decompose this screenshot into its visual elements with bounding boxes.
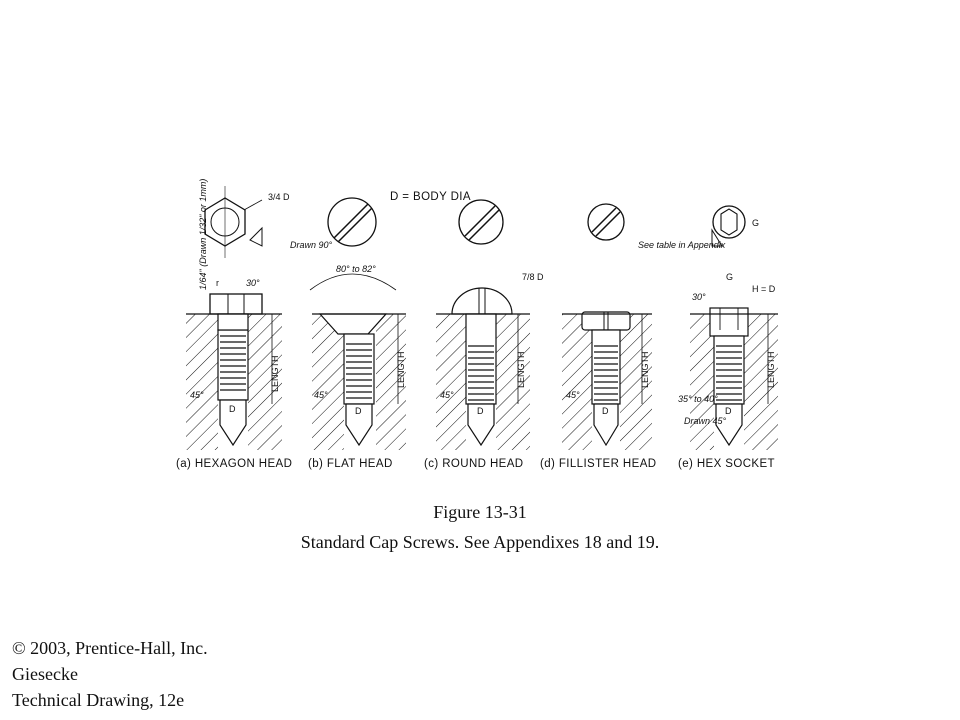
screw-flat-head: Drawn 90° 80° to 82° LENGTH 45° D (b) FL… bbox=[290, 197, 406, 470]
screw-fillister-head: LENGTH 45° D (d) FILLISTER HEAD bbox=[540, 203, 656, 470]
dim-length-b: LENGTH bbox=[396, 351, 406, 388]
screw-round-head: 7/8 D LENGTH 45° D (c) ROUND HEAD bbox=[424, 199, 544, 470]
dim-angle-35-40: 35° to 40° bbox=[678, 394, 718, 404]
dim-angle-45-a: 45° bbox=[190, 390, 204, 400]
body-dia-note: D = BODY DIA bbox=[390, 191, 471, 203]
dim-r: r bbox=[216, 278, 219, 288]
screw-label-e: (e) HEX SOCKET bbox=[678, 458, 775, 470]
dim-length-d: LENGTH bbox=[640, 351, 650, 388]
dim-g-top: G bbox=[752, 218, 759, 228]
dim-d-a: D bbox=[229, 404, 236, 414]
hex-socket-top-view-inner bbox=[720, 208, 738, 236]
screw-hexagon-head: 3/4 D 1/64" (Drawn 1/32" or 1mm) 30° r L… bbox=[176, 179, 292, 470]
dim-three-quarter-d: 3/4 D bbox=[268, 192, 290, 202]
credit-author: Giesecke bbox=[12, 664, 78, 684]
dim-d-e: D bbox=[725, 406, 732, 416]
screw-label-c: (c) ROUND HEAD bbox=[424, 458, 524, 470]
dim-angle-30-a: 30° bbox=[246, 278, 260, 288]
dim-d-c: D bbox=[477, 406, 484, 416]
dim-length-a: LENGTH bbox=[270, 355, 280, 392]
dim-h-eq-d: H = D bbox=[752, 284, 776, 294]
dim-drawn-64: 1/64" (Drawn 1/32" or 1mm) bbox=[198, 179, 208, 290]
flat-head-top-view bbox=[327, 197, 377, 247]
dim-drawn-45: Drawn 45° bbox=[684, 416, 727, 426]
round-head-top-view bbox=[458, 199, 504, 245]
hexagon-head-side bbox=[209, 293, 263, 315]
dim-drawn-90: Drawn 90° bbox=[290, 240, 333, 250]
credit-copyright: © 2003, Prentice-Hall, Inc. bbox=[12, 638, 208, 658]
dim-angle-45-c: 45° bbox=[440, 390, 454, 400]
dim-g: G bbox=[726, 272, 733, 282]
figure-title: Figure 13-31 bbox=[433, 502, 527, 522]
note-see-table: See table in Appendix bbox=[638, 240, 726, 250]
dim-angle-45-b: 45° bbox=[314, 390, 328, 400]
dim-length-c: LENGTH bbox=[516, 351, 526, 388]
dim-angle-80-82: 80° to 82° bbox=[336, 264, 376, 274]
figure-caption: Standard Cap Screws. See Appendixes 18 a… bbox=[300, 532, 660, 552]
screw-label-d: (d) FILLISTER HEAD bbox=[540, 458, 656, 470]
dim-d-d: D bbox=[602, 406, 609, 416]
dim-angle-45-d: 45° bbox=[566, 390, 580, 400]
hex-socket-top-view-outer bbox=[712, 205, 746, 239]
screw-hex-socket: G See table in Appendix G H = D 30° LENG… bbox=[638, 205, 778, 470]
dim-d-b: D bbox=[355, 406, 362, 416]
dim-length-e: LENGTH bbox=[766, 351, 776, 388]
screw-label-b: (b) FLAT HEAD bbox=[308, 458, 393, 470]
screw-label-a: (a) HEXAGON HEAD bbox=[176, 458, 292, 470]
credit-book: Technical Drawing, 12e bbox=[12, 690, 185, 710]
dim-seven-eighth-d: 7/8 D bbox=[522, 272, 544, 282]
fillister-head-top-view bbox=[587, 203, 625, 241]
dim-angle-30-e: 30° bbox=[692, 292, 706, 302]
